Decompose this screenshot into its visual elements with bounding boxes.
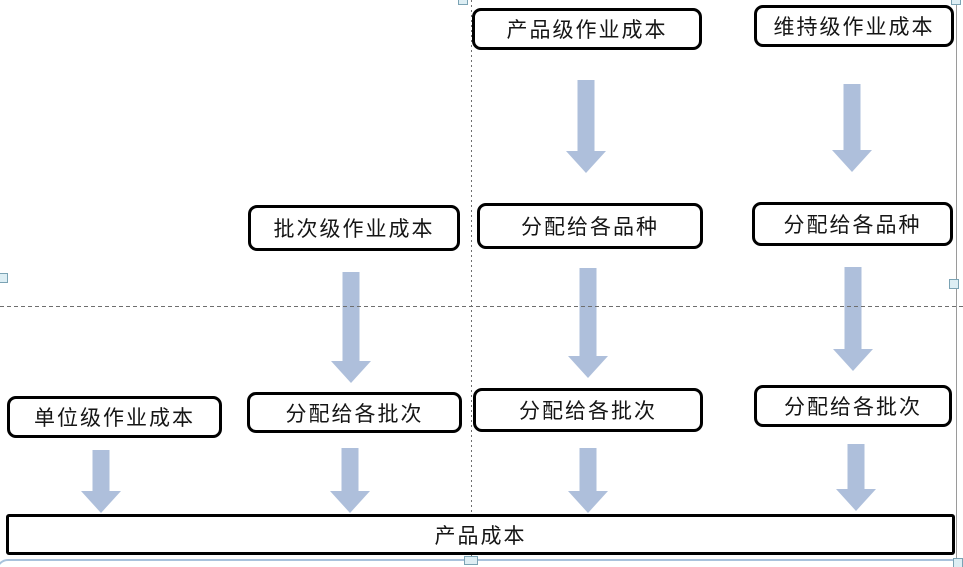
selection-handle-bottom-right[interactable] — [953, 558, 963, 567]
box-allocate-to-varieties-right[interactable]: 分配给各品种 — [752, 202, 953, 246]
box-label: 维持级作业成本 — [773, 15, 935, 39]
box-allocate-to-batches-col2[interactable]: 分配给各批次 — [247, 392, 462, 433]
box-allocate-to-batches-col4[interactable]: 分配给各批次 — [754, 385, 952, 427]
box-batch-level-activity-cost[interactable]: 批次级作业成本 — [248, 205, 460, 251]
box-label: 产品级作业成本 — [506, 18, 668, 42]
down-arrow-unit-level[interactable] — [81, 450, 121, 513]
box-allocate-to-batches-col3[interactable]: 分配给各批次 — [473, 388, 703, 432]
selection-handle-left-middle[interactable] — [0, 273, 8, 283]
box-label: 分配给各品种 — [521, 215, 659, 239]
selection-handle-right-middle[interactable] — [949, 279, 959, 289]
box-label: 分配给各批次 — [285, 401, 424, 426]
selection-handle-bottom-center[interactable] — [464, 556, 478, 565]
box-label: 分配给各批次 — [519, 399, 657, 423]
canvas-selection-frame — [0, 559, 963, 567]
down-arrow-batch-col2[interactable] — [330, 448, 370, 513]
down-arrow-variety-right[interactable] — [833, 267, 873, 371]
down-arrow-product-level[interactable] — [566, 80, 606, 173]
box-label: 批次级作业成本 — [273, 217, 435, 241]
box-label: 单位级作业成本 — [34, 406, 195, 430]
box-allocate-to-varieties-center[interactable]: 分配给各品种 — [477, 203, 703, 249]
box-label: 分配给各品种 — [783, 213, 922, 237]
box-unit-level-activity-cost[interactable]: 单位级作业成本 — [7, 396, 222, 438]
box-label: 分配给各批次 — [784, 395, 922, 419]
selection-handle-top-right[interactable] — [951, 0, 961, 5]
down-arrow-batch-col4[interactable] — [836, 444, 876, 511]
selection-handle-top-center[interactable] — [458, 0, 468, 5]
down-arrow-batch-level[interactable] — [331, 272, 371, 383]
box-product-level-activity-cost[interactable]: 产品级作业成本 — [472, 8, 702, 50]
down-arrow-sustaining-level[interactable] — [832, 84, 872, 172]
horizontal-dashed-boundary-line — [0, 306, 963, 307]
box-label: 产品成本 — [434, 523, 527, 548]
box-sustaining-level-activity-cost[interactable]: 维持级作业成本 — [754, 5, 954, 47]
down-arrow-batch-col3[interactable] — [568, 448, 608, 513]
down-arrow-variety-center[interactable] — [568, 268, 608, 378]
box-product-cost[interactable]: 产品成本 — [6, 514, 955, 555]
vertical-dotted-boundary-line — [471, 0, 472, 558]
